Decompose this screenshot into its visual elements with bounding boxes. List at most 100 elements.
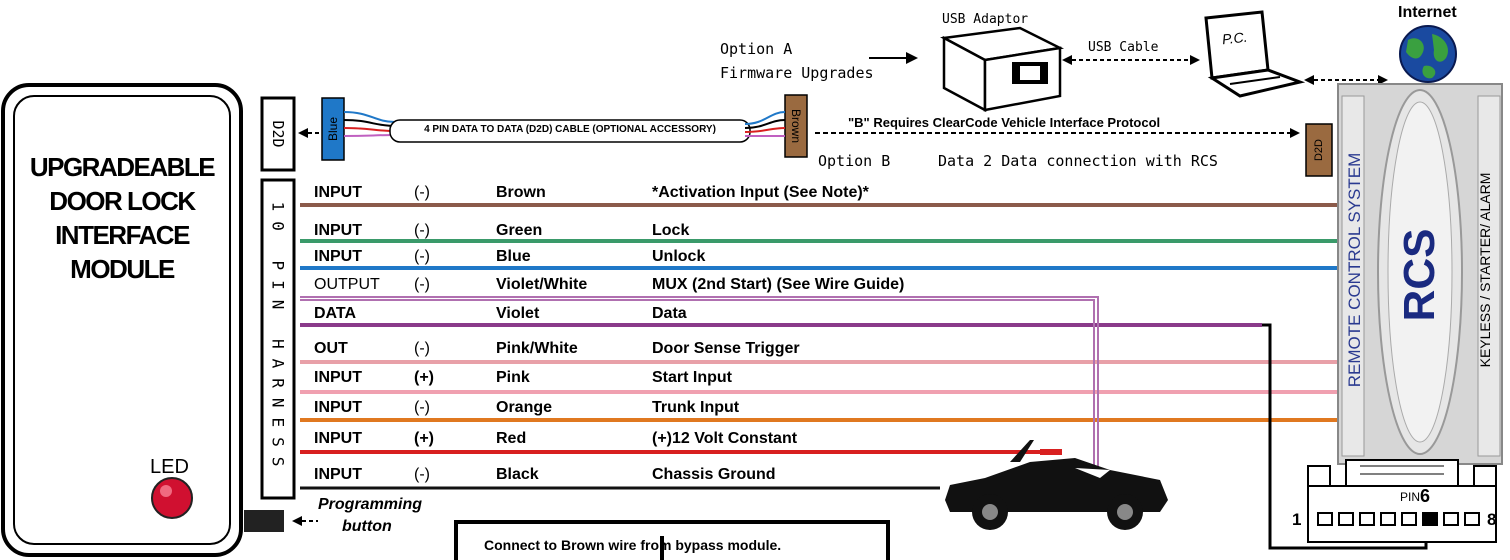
connector-pin (1338, 512, 1354, 526)
brown-plug-label: Brown (789, 108, 803, 144)
wire-row-5-io: DATA (314, 305, 357, 322)
wire-row-4-color: Violet/White (496, 276, 588, 293)
wire-row-7-color: Pink (496, 369, 530, 386)
cable-label: 4 PIN DATA TO DATA (D2D) CABLE (OPTIONAL… (424, 124, 716, 135)
wire-row-3-color: Blue (496, 248, 531, 265)
d2d-port-label: D2D (269, 120, 287, 148)
wire-row-10-polarity: (-) (414, 466, 430, 483)
wire-row-3-polarity: (-) (414, 248, 430, 265)
internet-label: Internet (1398, 4, 1457, 21)
blue-plug-label: Blue (326, 116, 340, 142)
harness-label-wrap: 10 PIN HARNESS (262, 180, 294, 498)
note-box (454, 520, 890, 560)
wire-row-6-polarity: (-) (414, 340, 430, 357)
rcs-side-text: REMOTE CONTROL SYSTEM (1345, 152, 1364, 388)
interface-module-box (1, 83, 243, 557)
option-b-sub: Data 2 Data connection with RCS (938, 152, 1218, 170)
module-title-line-4: MODULE (70, 254, 175, 284)
option-b-label: Option B (818, 152, 891, 170)
wire-row-5-function: Data (652, 305, 687, 322)
connector-pin (1422, 512, 1438, 526)
blue-plug: Blue (322, 98, 344, 160)
module-title-line-3: INTERFACE (55, 220, 190, 250)
connector-left-num: 1 (1292, 510, 1302, 529)
option-a-label: Option A (720, 40, 793, 58)
wire-row-9-polarity: (+) (414, 430, 434, 447)
bypass-note: Connect to Brown wire from bypass module… (484, 537, 782, 553)
rcs-d2d-label: D2D (1313, 138, 1325, 162)
wire-row-10-color: Black (496, 466, 539, 483)
pin-connector (1307, 459, 1497, 543)
connector-pin (1401, 512, 1417, 526)
wire-row-6-io: OUT (314, 340, 348, 357)
programming-label-2: button (342, 518, 392, 535)
module-title: UPGRADEABLE DOOR LOCK INTERFACE MODULE (22, 150, 222, 286)
module-title-line-2: DOOR LOCK (49, 186, 196, 216)
wire-row-10-function: Chassis Ground (652, 466, 776, 483)
connector-pin (1317, 512, 1333, 526)
harness-label: 10 PIN HARNESS (268, 201, 288, 477)
wire-row-9-io: INPUT (314, 430, 362, 447)
pc-label: P.C. (1221, 28, 1249, 48)
led-indicator (151, 477, 193, 519)
wire-row-4-io: OUTPUT (314, 276, 380, 293)
d2d-port (260, 96, 296, 172)
car-icon (945, 440, 1168, 530)
laptop-icon (1204, 10, 1306, 98)
rcs-d2d-plug: D2D (1306, 124, 1332, 176)
rcs-name-wrap: RCS (1390, 220, 1450, 330)
d2d-port-label-wrap: D2D (262, 98, 294, 170)
d2d-cable (298, 94, 1300, 161)
wire-row-10-io: INPUT (314, 466, 362, 483)
rcs-side-text-2: KEYLESS / STARTER/ ALARM (1477, 172, 1493, 368)
rcs-side-wrap-2: KEYLESS / STARTER/ ALARM (1470, 120, 1500, 420)
option-a-sub: Firmware Upgrades (720, 64, 874, 82)
wire-row-9-function: (+)12 Volt Constant (652, 430, 798, 447)
connector-right-num: 8 (1487, 510, 1497, 529)
brown-plug: Brown (785, 95, 807, 157)
wire-row-2-color: Green (496, 222, 543, 239)
wire-row-8-function: Trunk Input (652, 399, 740, 416)
connector-pin-label: PIN (1400, 490, 1421, 504)
option-b-note: "B" Requires ClearCode Vehicle Interface… (848, 115, 1161, 130)
wire-row-8-color: Orange (496, 399, 553, 416)
wire-row-1-polarity: (-) (414, 184, 430, 201)
wire-row-7-io: INPUT (314, 369, 362, 386)
violet-white-route (300, 296, 1099, 475)
globe-icon (1399, 25, 1457, 83)
wire-row-6-function: Door Sense Trigger (652, 340, 800, 357)
wire-row-1-function: *Activation Input (See Note)* (652, 184, 869, 201)
wire-row-6-color: Pink/White (496, 340, 578, 357)
wire-row-2-io: INPUT (314, 222, 362, 239)
connector-pin (1443, 512, 1459, 526)
wire-row-2-polarity: (-) (414, 222, 430, 239)
wire-row-1-io: INPUT (314, 184, 362, 201)
wire-row-7-polarity: (+) (414, 369, 434, 386)
connector-pin-number: 6 (1420, 486, 1431, 506)
programming-label: Programming (318, 496, 423, 513)
wire-row-8-polarity: (-) (414, 399, 430, 416)
usb-adaptor-label: USB Adaptor (942, 12, 1029, 27)
module-title-line-1: UPGRADEABLE (29, 152, 216, 182)
led-label: LED (150, 456, 189, 478)
wire-group (300, 203, 1338, 490)
connector-pin (1464, 512, 1480, 526)
wire-row-3-function: Unlock (652, 248, 706, 265)
usb-cable-label: USB Cable (1088, 40, 1159, 55)
rcs-module (1337, 83, 1503, 465)
wire-row-9-color: Red (496, 430, 527, 447)
rcs-name: RCS (1395, 228, 1444, 322)
rcs-side-wrap: REMOTE CONTROL SYSTEM (1340, 120, 1370, 420)
wire-row-3-io: INPUT (314, 248, 362, 265)
wire-row-1-color: Brown (496, 184, 546, 201)
programming-button[interactable] (244, 510, 284, 532)
usb-adaptor-icon (939, 26, 1065, 113)
connector-pin (1359, 512, 1375, 526)
connector-pin (1380, 512, 1396, 526)
wire-row-2-function: Lock (652, 222, 690, 239)
wire-row-5-color: Violet (496, 305, 540, 322)
wire-row-8-io: INPUT (314, 399, 362, 416)
wire-row-4-polarity: (-) (414, 276, 430, 293)
harness-connector (260, 178, 296, 500)
